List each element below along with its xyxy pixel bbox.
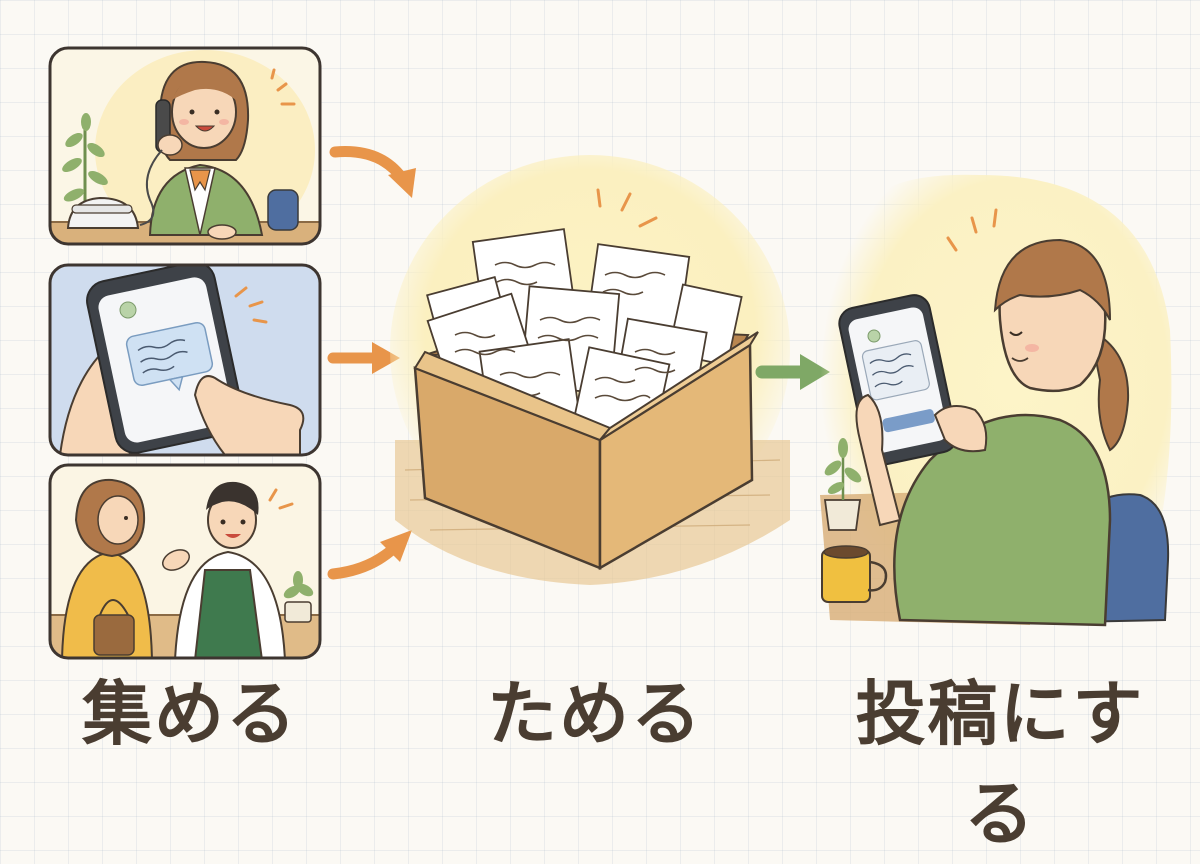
note-paper-stack: [426, 228, 743, 444]
panel-phone-call: [48, 46, 322, 246]
panel-smartphone-message: [48, 263, 322, 457]
arrow-panel2-to-box: [327, 342, 400, 374]
step-label-store: ためる: [487, 673, 703, 755]
sparkle-icon: [268, 488, 294, 510]
sparkle-icon: [596, 188, 658, 228]
potted-plant-icon: [283, 571, 314, 623]
chat-bubble-icon: [125, 321, 214, 392]
coffee-mug-icon: [821, 545, 888, 603]
panel-in-person-conversation: [48, 463, 322, 660]
desk-phone-icon: [66, 196, 140, 229]
potted-plant-icon: [823, 438, 862, 531]
posting-illustration: [820, 174, 1172, 627]
arrow-box-to-post: [755, 354, 830, 390]
storage-box-illustration: [390, 155, 790, 585]
step-label-collect: 集める: [82, 673, 298, 755]
sparkle-icon: [946, 208, 998, 252]
arrow-panel3-to-box: [327, 530, 412, 580]
arrow-panel1-to-box: [329, 146, 416, 198]
sparkle-icon: [234, 286, 268, 324]
plant-icon: [62, 113, 108, 220]
step-label-post: 投稿にする: [855, 673, 1145, 855]
telephone-handset-icon: [139, 99, 183, 226]
workflow-illustration: [48, 46, 1172, 660]
sparkle-icon: [270, 68, 296, 106]
